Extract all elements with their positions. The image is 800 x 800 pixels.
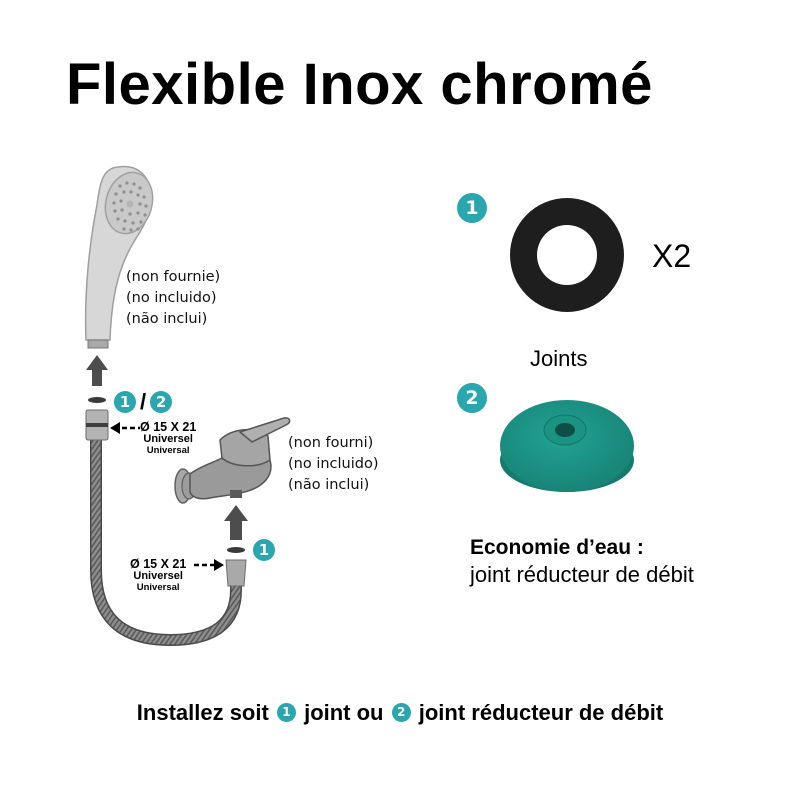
separator: / [140, 389, 147, 414]
part2-badge: 2 [457, 383, 487, 413]
spec-universal: Universal [136, 582, 180, 593]
shower-head [84, 165, 154, 349]
washer-icon [88, 397, 106, 403]
faucet [174, 417, 291, 504]
install-instruction: Installez soit 1 joint ou 2 joint réduct… [0, 700, 800, 726]
bottom-connector-spec: Ø 15 X 21 Universel Universal [130, 558, 186, 594]
arrow-up-icon [224, 505, 248, 540]
note-fr: (non fourni) [288, 435, 374, 451]
black-washer [510, 198, 624, 312]
note-pt: (não inclui) [126, 311, 208, 327]
washer-icon [227, 547, 245, 553]
green-flow-reducer [500, 400, 634, 492]
hose [90, 440, 242, 647]
bottom-connector [225, 559, 247, 587]
footer-prefix: Installez soit [136, 700, 269, 725]
badge-1: 1 [276, 702, 296, 722]
spec-universel: Universel [133, 570, 183, 582]
shower-head-notes: (non fournie) (no incluido) (não inclui) [126, 267, 220, 330]
part2-description: joint réducteur de débit [470, 562, 694, 587]
top-connector [85, 409, 109, 441]
top-connector-spec: Ø 15 X 21 Universel Universal [140, 421, 196, 457]
dashed-arrow-right-icon [194, 559, 224, 571]
arrow-up-icon [86, 355, 108, 386]
spec-universal: Universal [146, 445, 190, 456]
badge-1: 1 [114, 391, 136, 413]
note-fr: (non fournie) [126, 269, 221, 285]
part1-badge: 1 [457, 193, 487, 223]
part1-quantity: X2 [652, 238, 692, 274]
part1-label: Joints [530, 346, 588, 371]
top-connector-badges: 1 / 2 [114, 389, 173, 415]
spec-size: Ø 15 X 21 [140, 420, 197, 434]
dashed-arrow-left-icon [110, 422, 140, 434]
footer-middle: joint ou [304, 700, 384, 725]
note-es: (no incluido) [288, 456, 379, 472]
part2-heading: Economie d’eau : [470, 536, 644, 559]
badge-2: 2 [391, 702, 411, 722]
spec-size: Ø 15 X 21 [130, 557, 187, 571]
badge-1: 1 [253, 539, 275, 561]
badge-2: 2 [150, 391, 173, 413]
faucet-notes: (non fourni) (no incluido) (não inclui) [288, 433, 379, 496]
note-pt: (não inclui) [288, 477, 370, 493]
footer-suffix: joint réducteur de débit [418, 700, 664, 725]
note-es: (no incluido) [126, 290, 217, 306]
page-title: Flexible Inox chromé [66, 52, 653, 117]
spec-universel: Universel [143, 433, 193, 445]
